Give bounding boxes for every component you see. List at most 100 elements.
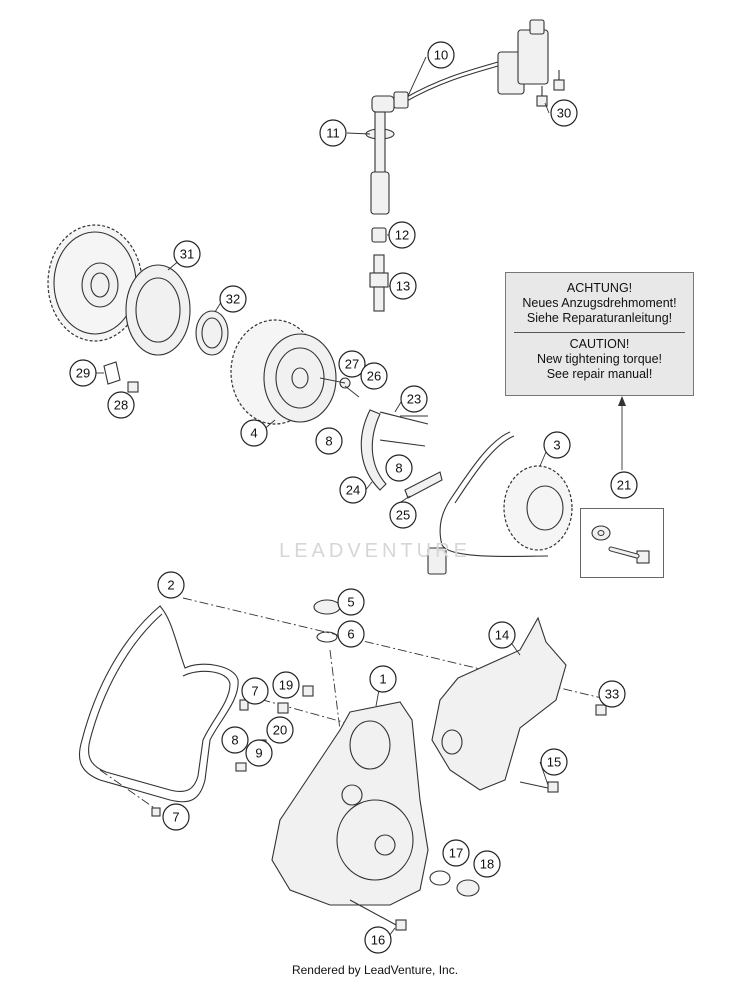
callout-9[interactable]: 9 [245, 739, 273, 767]
callout-2[interactable]: 2 [157, 571, 185, 599]
svg-text:24: 24 [346, 483, 360, 498]
warning-title-en: CAUTION! [569, 337, 630, 351]
callout-8-upper[interactable]: 8 [315, 427, 343, 455]
ignition-coil-part [393, 19, 549, 109]
callout-15[interactable]: 15 [540, 748, 568, 776]
connector-sleeve-part [371, 227, 387, 243]
callout-13[interactable]: 13 [389, 272, 417, 300]
footer-credit: Rendered by LeadVenture, Inc. [291, 963, 459, 977]
callout-1[interactable]: 1 [369, 665, 397, 693]
callout-24[interactable]: 24 [339, 476, 367, 504]
shaft-seal-part [429, 870, 451, 886]
svg-text:23: 23 [407, 392, 421, 407]
warning-line1-en: New tightening torque! [536, 352, 663, 366]
callout-21[interactable]: 21 [610, 471, 638, 499]
callout-32[interactable]: 32 [219, 285, 247, 313]
svg-text:31: 31 [180, 247, 194, 262]
generator-cover-part [271, 701, 429, 906]
watermark: LEADVENTURE [279, 540, 471, 562]
svg-text:6: 6 [347, 627, 354, 642]
svg-text:27: 27 [345, 357, 359, 372]
svg-text:18: 18 [480, 857, 494, 872]
svg-text:11: 11 [326, 126, 340, 141]
warning-line1-de: Neues Anzugsdrehmoment! [522, 296, 677, 310]
svg-text:32: 32 [226, 292, 240, 307]
callout-19[interactable]: 19 [272, 671, 300, 699]
svg-text:16: 16 [371, 933, 385, 948]
rotor-part [230, 319, 337, 425]
callout-27[interactable]: 27 [338, 350, 366, 378]
callout-33[interactable]: 33 [598, 680, 626, 708]
svg-text:25: 25 [396, 508, 410, 523]
callout-5[interactable]: 5 [337, 588, 365, 616]
svg-text:26: 26 [367, 369, 381, 384]
callout-20[interactable]: 20 [266, 716, 294, 744]
svg-text:19: 19 [279, 678, 293, 693]
stator-part [427, 431, 573, 575]
callout-14[interactable]: 14 [488, 621, 516, 649]
svg-text:17: 17 [449, 846, 463, 861]
callout-7-upper[interactable]: 7 [241, 677, 269, 705]
freewheel-housing-part [125, 264, 191, 356]
callout-16[interactable]: 16 [364, 926, 392, 954]
svg-text:14: 14 [495, 628, 509, 643]
callout-7-lower[interactable]: 7 [162, 803, 190, 831]
svg-text:5: 5 [347, 595, 354, 610]
nut-part [456, 879, 480, 897]
svg-text:7: 7 [251, 684, 258, 699]
callout-6[interactable]: 6 [337, 620, 365, 648]
svg-text:3: 3 [553, 438, 560, 453]
callout-30[interactable]: 30 [550, 99, 578, 127]
callout-29[interactable]: 29 [69, 359, 97, 387]
svg-text:8: 8 [395, 461, 402, 476]
callout-26[interactable]: 26 [360, 362, 388, 390]
warning-title-de: ACHTUNG! [566, 281, 633, 295]
warning-divider [514, 332, 685, 333]
warning-box: ACHTUNG! Neues Anzugsdrehmoment! Siehe R… [505, 272, 694, 396]
svg-text:29: 29 [76, 366, 90, 381]
screw-plug-part [313, 599, 341, 615]
svg-text:30: 30 [557, 106, 571, 121]
chain-guide-rail-part [360, 409, 387, 491]
callout-10[interactable]: 10 [427, 41, 455, 69]
callout-25[interactable]: 25 [389, 501, 417, 529]
svg-text:9: 9 [255, 746, 262, 761]
needle-bearing-part [195, 310, 229, 356]
svg-text:4: 4 [250, 426, 257, 441]
cover-gasket-inner [88, 613, 231, 793]
svg-text:15: 15 [547, 755, 561, 770]
callout-8-right[interactable]: 8 [385, 454, 413, 482]
svg-text:28: 28 [114, 398, 128, 413]
svg-text:10: 10 [434, 48, 448, 63]
assembly-line [99, 769, 161, 813]
callout-23[interactable]: 23 [400, 385, 428, 413]
callout-11[interactable]: 11 [319, 119, 347, 147]
callout-17[interactable]: 17 [442, 839, 470, 867]
callout-12[interactable]: 12 [388, 221, 416, 249]
bracket-bolt-part [127, 381, 139, 393]
spark-plug-connector-part [365, 95, 395, 215]
detail-bolt-washer [591, 525, 650, 564]
callout-28[interactable]: 28 [107, 391, 135, 419]
callout-18[interactable]: 18 [473, 850, 501, 878]
arrow-head [618, 396, 626, 406]
warning-line2-en: See repair manual! [546, 367, 653, 381]
spark-plug-part [369, 254, 389, 312]
sprocket-cover-part [431, 616, 567, 791]
coil-bolts-part [536, 70, 565, 107]
callout-3[interactable]: 3 [543, 431, 571, 459]
bracket-part [103, 361, 121, 385]
o-ring-part [316, 631, 338, 643]
svg-text:8: 8 [325, 434, 332, 449]
svg-text:13: 13 [396, 279, 410, 294]
svg-text:33: 33 [605, 687, 619, 702]
detail-inset-box [580, 508, 664, 578]
callout-4[interactable]: 4 [240, 419, 268, 447]
svg-text:2: 2 [167, 578, 174, 593]
callout-8-lower[interactable]: 8 [221, 726, 249, 754]
svg-text:21: 21 [617, 478, 631, 493]
svg-text:8: 8 [231, 733, 238, 748]
svg-text:20: 20 [273, 723, 287, 738]
callout-31[interactable]: 31 [173, 240, 201, 268]
